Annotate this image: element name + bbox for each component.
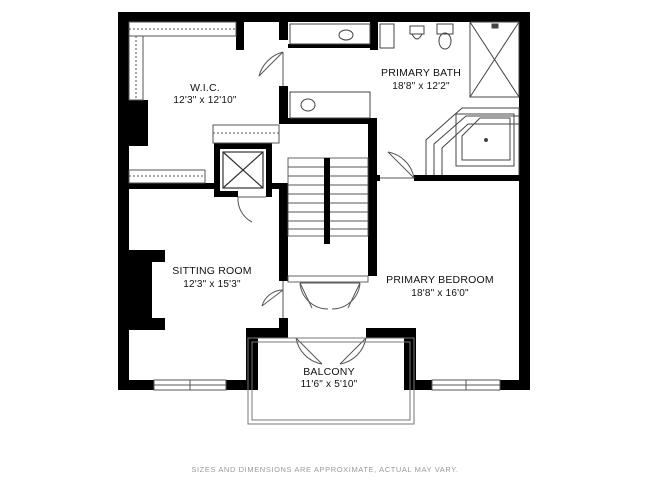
- bath-fixtures: [289, 21, 520, 175]
- bath-dims: 18'8" x 12'2": [392, 81, 450, 92]
- sitting-dims: 12'3" x 15'3": [183, 279, 241, 290]
- interior-walls: [129, 22, 519, 330]
- balcony-dims: 11'6" x 5'10": [301, 379, 358, 390]
- closet-shelves: [128, 21, 280, 184]
- windows: [153, 379, 501, 391]
- disclaimer-text: SIZES AND DIMENSIONS ARE APPROXIMATE, AC…: [191, 465, 459, 474]
- balcony-railing: [247, 337, 415, 425]
- bath-name: PRIMARY BATH: [381, 67, 461, 79]
- balcony-name: BALCONY: [303, 366, 355, 378]
- bedroom-name: PRIMARY BEDROOM: [386, 274, 494, 286]
- bedroom-dims: 18'8" x 16'0": [411, 288, 469, 299]
- wic-name: W.I.C.: [190, 82, 220, 94]
- wic-dims: 12'3" x 12'10": [173, 95, 236, 106]
- sitting-name: SITTING ROOM: [172, 265, 251, 277]
- elevator: [222, 151, 264, 189]
- exterior-walls: [118, 12, 530, 390]
- staircase: [287, 157, 369, 283]
- room-labels: W.I.C. 12'3" x 12'10" PRIMARY BATH 18'8"…: [172, 67, 494, 390]
